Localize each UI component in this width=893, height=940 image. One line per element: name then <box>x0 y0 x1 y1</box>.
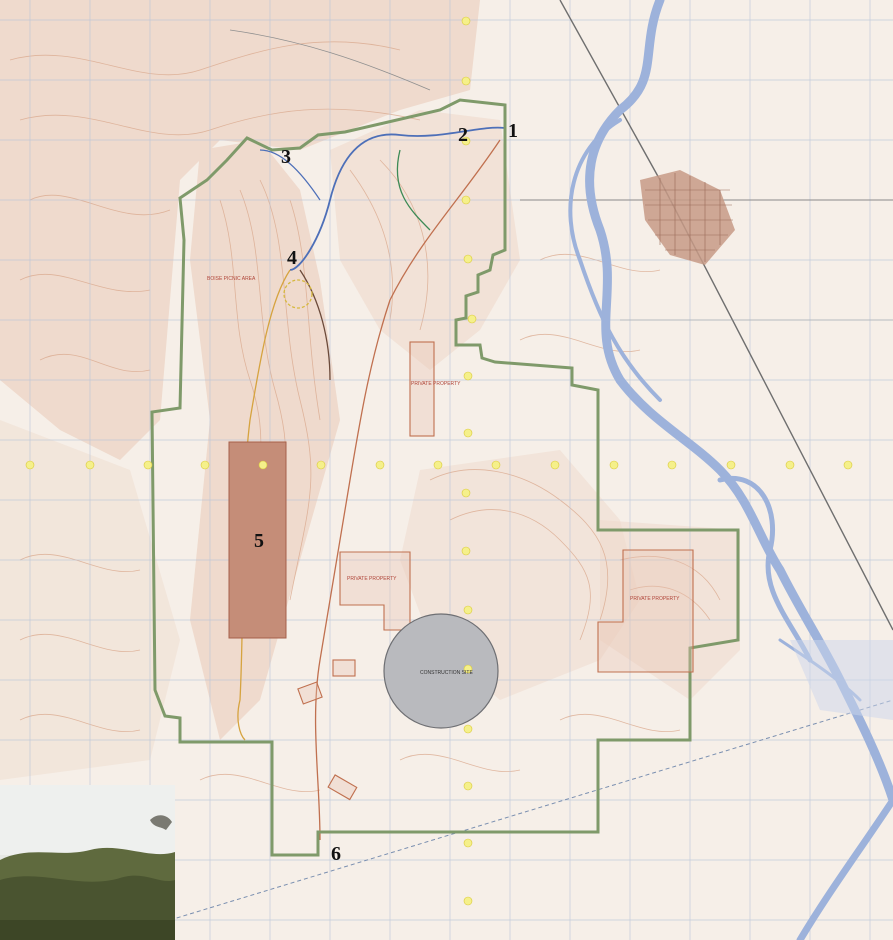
private-parcel-center <box>339 551 411 631</box>
town <box>640 170 735 265</box>
parcel-5-block[interactable] <box>228 441 287 639</box>
construction-circle[interactable] <box>383 613 499 729</box>
area-labels: PRIVATE PROPERTY PRIVATE PROPERTY PRIVAT… <box>207 276 680 676</box>
private-parcels <box>297 341 694 801</box>
private-label-north: PRIVATE PROPERTY <box>411 381 461 387</box>
private-parcel-south-2 <box>297 681 323 705</box>
point-label-6: 6 <box>331 843 341 865</box>
point-label-5: 5 <box>254 530 264 552</box>
section-markers <box>25 16 853 906</box>
river-floodplain <box>790 640 893 720</box>
private-label-center: PRIVATE PROPERTY <box>347 576 397 582</box>
private-parcel-north <box>409 341 435 437</box>
picnic-area-label: BOISE PICNIC AREA <box>207 276 256 282</box>
point-labels: 1 2 3 4 5 6 <box>254 120 518 865</box>
picnic-marker <box>283 279 313 309</box>
area-boundary[interactable] <box>150 98 740 857</box>
photo-inset <box>0 785 175 940</box>
private-parcel-east <box>597 549 694 673</box>
point-label-1: 1 <box>508 120 518 142</box>
point-label-2: 2 <box>458 124 468 146</box>
point-label-3: 3 <box>281 146 291 168</box>
circle-label: CONSTRUCTION SITE <box>420 670 473 676</box>
creek-west <box>259 149 321 201</box>
point-label-4: 4 <box>287 247 297 269</box>
private-parcel-south-1 <box>332 659 356 677</box>
creek <box>289 126 506 271</box>
private-parcel-south-3 <box>327 774 358 801</box>
private-label-east: PRIVATE PROPERTY <box>630 596 680 602</box>
